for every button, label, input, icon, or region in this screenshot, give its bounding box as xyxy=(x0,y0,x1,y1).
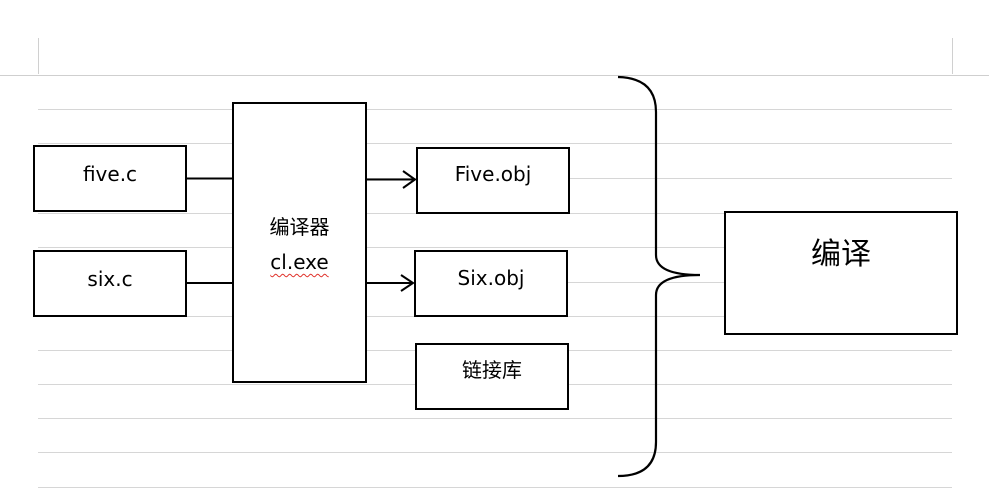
input-six-c-label: six.c xyxy=(87,267,133,291)
input-five-c-box: five.c xyxy=(33,145,187,212)
arrow-compiler-to-five-obj xyxy=(366,170,417,189)
output-five-obj-label: Five.obj xyxy=(454,162,532,186)
right-brace xyxy=(617,75,701,478)
compile-stage-box: 编译 xyxy=(724,211,958,335)
compiler-exe-label: cl.exe xyxy=(234,250,365,274)
input-six-c-box: six.c xyxy=(33,250,187,317)
input-five-c-label: five.c xyxy=(82,162,138,186)
compile-stage-label: 编译 xyxy=(811,237,871,272)
output-six-obj-label: Six.obj xyxy=(457,266,525,290)
link-library-label: 链接库 xyxy=(462,358,522,382)
link-library-box: 链接库 xyxy=(415,343,569,410)
compiler-exe-text: cl.exe xyxy=(270,250,329,274)
compiler-name-label: 编译器 xyxy=(269,215,330,239)
output-five-obj-box: Five.obj xyxy=(416,147,570,214)
arrow-compiler-to-six-obj xyxy=(366,274,415,292)
output-six-obj-box: Six.obj xyxy=(414,250,568,317)
compiler-box: 编译器 cl.exe xyxy=(232,102,367,383)
